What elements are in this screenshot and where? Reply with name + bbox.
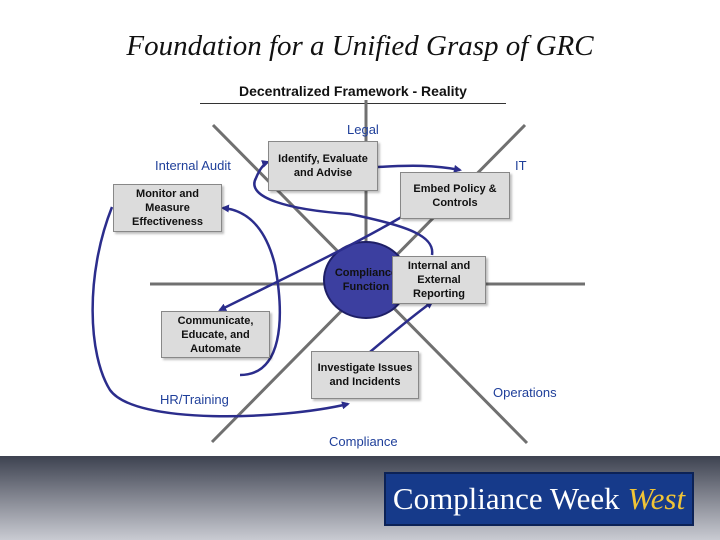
box-investigate-issues-incidents: Investigate Issues and Incidents — [311, 351, 419, 399]
box-embed-policy-controls: Embed Policy & Controls — [400, 172, 510, 219]
label-internal-audit: Internal Audit — [155, 158, 231, 173]
label-it: IT — [515, 158, 527, 173]
compliance-function-label: Compliance Function — [326, 266, 406, 294]
arrow-identify-to-embed — [377, 164, 462, 173]
label-hr-training: HR/Training — [160, 392, 229, 407]
arrow-monitor-to-investigate — [91, 206, 350, 418]
box-identify-evaluate-advise: Identify, Evaluate and Advise — [268, 141, 378, 191]
arrow-reporting-to-identify — [253, 160, 434, 256]
box-internal-external-reporting: Internal and External Reporting — [392, 256, 486, 304]
logo-accent-text: West — [627, 481, 686, 516]
diagram-subtitle: Decentralized Framework - Reality — [200, 83, 506, 104]
box-monitor-measure-effectiveness: Monitor and Measure Effectiveness — [113, 184, 222, 232]
compliance-week-west-logo: Compliance Week West — [384, 472, 694, 526]
label-operations: Operations — [493, 385, 557, 400]
slide-title: Foundation for a Unified Grasp of GRC — [126, 30, 594, 62]
arrow-communicate-to-monitor — [221, 204, 282, 377]
arrow-embed-to-communicate — [218, 213, 406, 312]
label-compliance: Compliance — [329, 434, 398, 449]
center-line-1: Compliance — [334, 267, 398, 279]
label-legal: Legal — [347, 122, 379, 137]
logo-main-text: Compliance Week — [392, 481, 620, 516]
box-communicate-educate-automate: Communicate, Educate, and Automate — [161, 311, 270, 358]
center-line-2: Function — [342, 281, 390, 293]
arrow-investigate-to-reporting — [369, 300, 434, 353]
